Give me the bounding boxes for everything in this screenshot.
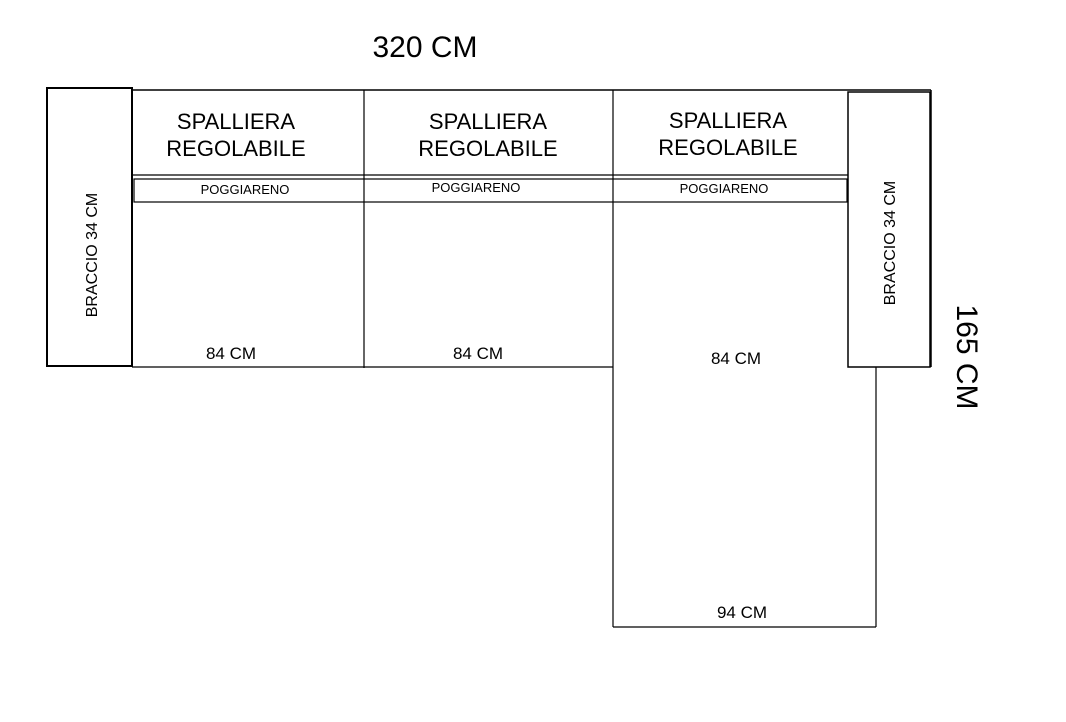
seat-2-width-label: 84 CM: [453, 344, 503, 363]
seat-1-backrest-line1: SPALLIERA: [177, 109, 296, 134]
arm-right: BRACCIO 34 CM: [847, 91, 931, 368]
seat-1: SPALLIERA REGOLABILE POGGIARENO 84 CM: [166, 109, 305, 363]
seat-1-headrest-label: POGGIARENO: [201, 182, 290, 197]
seat-2-headrest-label: POGGIARENO: [432, 180, 521, 195]
seat-1-width-label: 84 CM: [206, 344, 256, 363]
seat-2-backrest-line1: SPALLIERA: [429, 109, 548, 134]
chaise-width-label: 94 CM: [717, 603, 767, 622]
seat-3: SPALLIERA REGOLABILE POGGIARENO 84 CM: [658, 108, 797, 368]
seat-1-backrest-line2: REGOLABILE: [166, 136, 305, 161]
total-depth-label: 165 CM: [950, 304, 983, 409]
seat-3-headrest-label: POGGIARENO: [680, 181, 769, 196]
seat-2-backrest-line2: REGOLABILE: [418, 136, 557, 161]
arm-right-outline: [847, 91, 931, 368]
seat-2: SPALLIERA REGOLABILE POGGIARENO 84 CM: [418, 109, 557, 363]
total-width-label: 320 CM: [372, 31, 477, 64]
seat-3-width-label: 84 CM: [711, 349, 761, 368]
arm-right-label: BRACCIO 34 CM: [882, 181, 899, 305]
headrest-band: [133, 178, 848, 203]
seat-3-backrest-line2: REGOLABILE: [658, 135, 797, 160]
arm-left-outline: [46, 87, 133, 367]
seat-3-backrest-line1: SPALLIERA: [669, 108, 788, 133]
arm-left-label: BRACCIO 34 CM: [84, 193, 101, 317]
arm-left: BRACCIO 34 CM: [46, 87, 133, 367]
